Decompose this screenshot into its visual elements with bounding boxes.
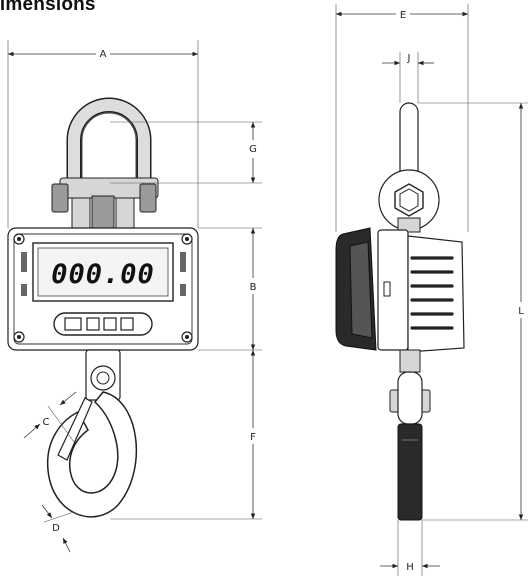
shackle <box>51 97 159 231</box>
dimension-E: E <box>335 4 469 232</box>
dimension-label-L: L <box>518 306 524 317</box>
dimension-C: C <box>23 391 77 443</box>
dimension-label-D: D <box>52 523 60 534</box>
dimension-L: L <box>418 102 528 521</box>
front-view: 000.00 A <box>7 40 262 553</box>
dimension-label-H: H <box>406 562 414 573</box>
hook <box>46 349 138 518</box>
lcd-reading: 000.00 <box>51 259 155 290</box>
dimension-label-J: J <box>407 53 411 64</box>
keypad-button <box>103 317 117 331</box>
keypad <box>53 312 153 336</box>
side-view: E J L H <box>335 4 528 576</box>
keypad-button <box>64 317 82 331</box>
keypad-button <box>86 317 100 331</box>
dimension-label-C: C <box>43 417 50 428</box>
dimension-A: A <box>7 40 199 228</box>
lcd-display: 000.00 <box>32 242 174 302</box>
dimension-F: F <box>110 350 262 520</box>
dimension-H: H <box>380 520 440 576</box>
dimension-label-F: F <box>250 432 256 443</box>
dimension-B: B <box>198 227 262 351</box>
dimension-label-B: B <box>250 282 257 293</box>
side-fins <box>410 256 454 330</box>
dimension-label-E: E <box>400 10 406 21</box>
side-shackle <box>378 102 440 233</box>
diagram-title: Dimensions <box>0 0 96 15</box>
keypad-button <box>120 317 134 331</box>
dimension-J: J <box>382 52 434 103</box>
dimension-label-G: G <box>249 144 257 155</box>
dimension-label-A: A <box>100 49 107 60</box>
side-housing <box>335 227 465 353</box>
dimension-G: G <box>110 121 262 184</box>
dimension-D: D <box>41 504 75 553</box>
side-hook <box>389 349 431 521</box>
